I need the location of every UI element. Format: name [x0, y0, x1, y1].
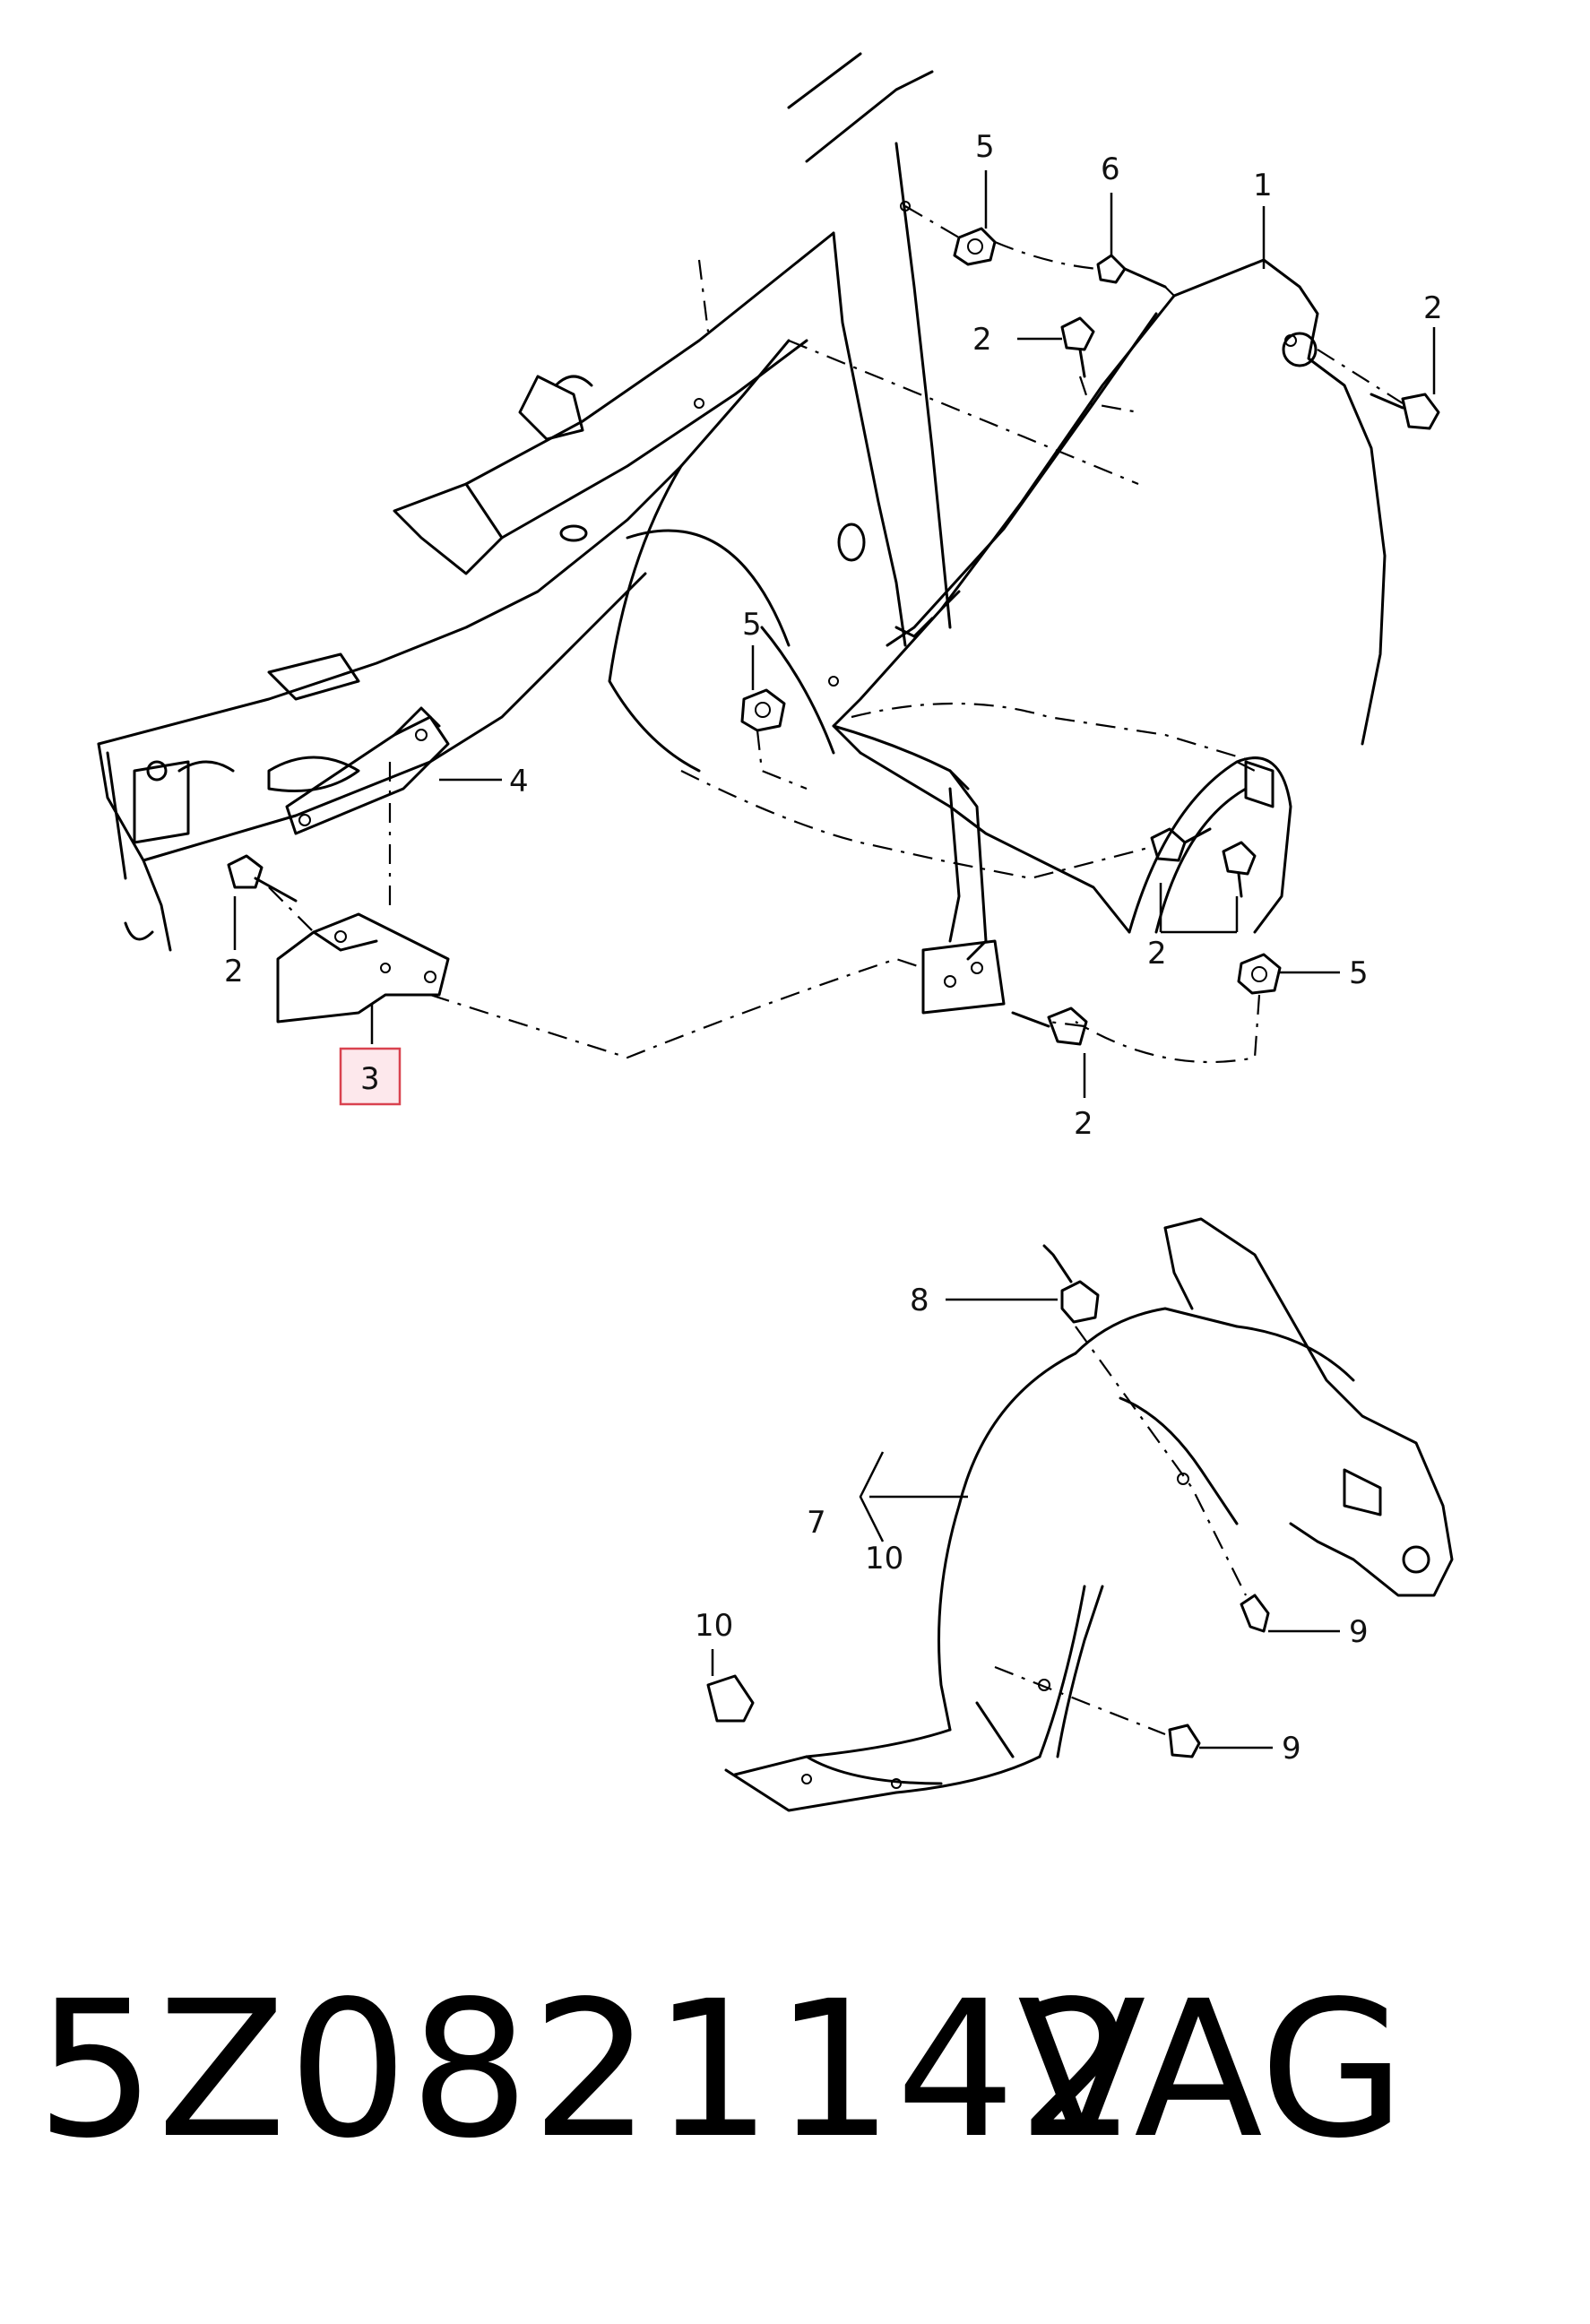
front-body-structure: [97, 52, 952, 952]
callout-9-lower: 9: [1282, 1731, 1301, 1767]
callout-2-wheelarch: 2: [1147, 936, 1167, 972]
screw-part-9-lower: [1168, 1724, 1201, 1758]
callout-labels: 5 6 1 2 2 5 4 2 3 2 5 2 8 7 10 10 9 9: [224, 129, 1443, 1767]
fastener-bolt-2-left: [227, 854, 298, 903]
callout-8: 8: [910, 1283, 929, 1318]
fastener-nut-5-middle: [740, 688, 786, 732]
callout-10-bracket: 10: [865, 1541, 903, 1577]
callout-5-bottom-right: 5: [1349, 955, 1369, 991]
callout-5-top: 5: [975, 129, 995, 165]
callout-4: 4: [509, 764, 529, 799]
callout-1: 1: [1253, 168, 1273, 203]
callout-6: 6: [1101, 151, 1120, 187]
highlight-box-part-3: [339, 1047, 402, 1106]
callout-5-middle: 5: [742, 607, 762, 643]
screw-part-9-upper: [1240, 1594, 1270, 1633]
brand-text: VAG: [1017, 1960, 1405, 2180]
callout-2-top-right: 2: [1423, 290, 1443, 326]
callout-2-top-center: 2: [972, 322, 992, 358]
callout-7: 7: [807, 1505, 826, 1541]
callout-9-upper: 9: [1349, 1614, 1369, 1650]
clip-part-8: [1042, 1244, 1100, 1324]
fastener-bolt-2-top-right: [1370, 393, 1440, 430]
callout-2-bottom-center: 2: [1074, 1106, 1093, 1142]
callout-3: 3: [360, 1061, 380, 1097]
fender-part-1: [832, 258, 1387, 1015]
wheel-arch-liner-part-7: [724, 1217, 1454, 1812]
clip-part-10: [706, 1674, 755, 1723]
fastener-bolts-2-wheelarch: [1150, 827, 1257, 898]
part-number-text: 5Z0821142: [36, 1960, 1139, 2180]
leader-lines: [233, 170, 1436, 1749]
callout-2-left: 2: [224, 954, 244, 989]
assembly-lines-upper: [268, 205, 1404, 1064]
fastener-bolt-6: [1096, 254, 1167, 289]
bracket-part-4: [285, 706, 450, 835]
bracket-part-3: [276, 912, 450, 1024]
assembly-lines-lower: [994, 1326, 1247, 1736]
callout-10-clip: 10: [695, 1608, 733, 1644]
fastener-bolt-2-bottom-center: [1011, 1006, 1088, 1046]
fastener-bolt-2-top-center: [1060, 316, 1095, 378]
fastener-nut-5-top: [953, 227, 997, 266]
fastener-nut-5-bottom-right: [1237, 953, 1282, 995]
